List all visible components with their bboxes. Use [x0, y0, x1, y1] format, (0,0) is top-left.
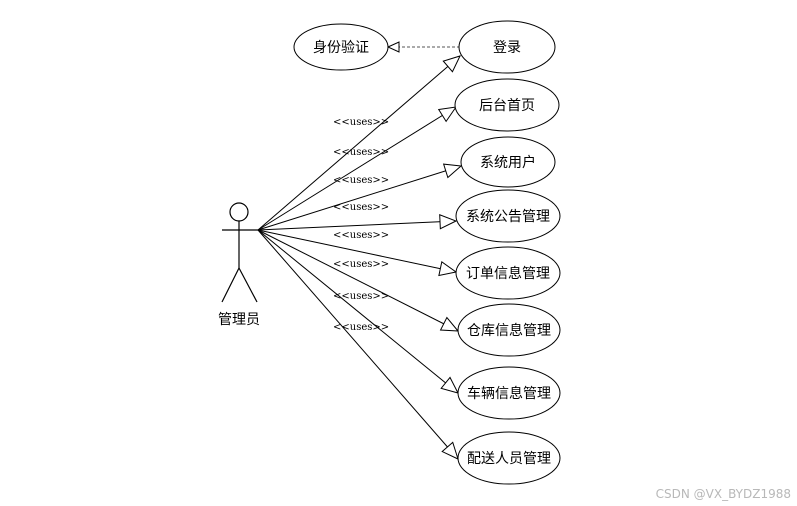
use-case-5: 仓库信息管理: [457, 303, 561, 357]
uses-label-0: <<uses>>: [333, 117, 389, 128]
use-case-1-label: 后台首页: [479, 98, 535, 114]
use-case-6: 车辆信息管理: [457, 366, 561, 420]
association-layer: <<uses>> <<uses>> <<uses>> <<uses>> <<uses>>…: [257, 55, 463, 460]
use-case-4: 订单信息管理: [455, 246, 561, 300]
association-line-6: [257, 229, 459, 394]
include-arrowhead: [386, 41, 400, 53]
include-relationship: [386, 41, 460, 53]
use-case-7: 配送人员管理: [457, 431, 561, 485]
use-case-2-ellipse: [460, 136, 556, 188]
use-case-6-label: 车辆信息管理: [467, 385, 551, 402]
use-case-auth: 身份验证: [293, 23, 389, 71]
use-case-6-ellipse: [457, 366, 561, 420]
use-case-4-ellipse: [455, 246, 561, 300]
association-arrowhead-6: [440, 376, 459, 394]
association-line-2: [257, 165, 462, 231]
association-arrowhead-3: [439, 213, 458, 230]
use-case-auth-ellipse: [293, 23, 389, 71]
use-case-3: 系统公告管理: [455, 189, 561, 243]
association-arrowhead-2: [442, 163, 463, 179]
actor-left-leg: [221, 267, 240, 303]
use-case-3-label: 系统公告管理: [466, 209, 550, 225]
use-case-auth-label: 身份验证: [313, 40, 369, 56]
use-case-2: 系统用户: [460, 136, 556, 188]
association-arrowhead-4: [438, 260, 458, 277]
use-case-3-ellipse: [455, 189, 561, 243]
use-case-7-ellipse: [457, 431, 561, 485]
association-line-0: [257, 55, 461, 231]
use-case-0-label: 登录: [493, 40, 521, 56]
use-case-7-label: 配送人员管理: [467, 451, 551, 467]
association-line-7: [257, 229, 459, 460]
use-case-2-label: 系统用户: [480, 154, 536, 171]
uses-label-7: <<uses>>: [333, 322, 389, 333]
use-case-0: 登录: [458, 20, 556, 74]
use-case-1: 后台首页: [454, 78, 560, 132]
uses-label-4: <<uses>>: [333, 230, 389, 241]
uses-label-5: <<uses>>: [333, 259, 389, 270]
uses-label-6: <<uses>>: [333, 291, 389, 302]
use-case-5-label: 仓库信息管理: [467, 322, 551, 339]
uses-label-1: <<uses>>: [333, 147, 389, 158]
actor-head: [229, 202, 249, 222]
use-case-0-ellipse: [458, 20, 556, 74]
actor-right-leg: [238, 267, 258, 303]
association-arrowhead-7: [441, 441, 459, 460]
uses-label-2: <<uses>>: [333, 175, 389, 186]
association-line-5: [257, 229, 459, 332]
use-case-4-label: 订单信息管理: [466, 265, 550, 282]
association-line-4: [257, 229, 457, 273]
association-line-3: [257, 220, 457, 231]
association-arrowhead-5: [439, 316, 460, 332]
use-case-5-ellipse: [457, 303, 561, 357]
watermark: CSDN @VX_BYDZ1988: [655, 487, 791, 501]
actor-label: 管理员: [218, 312, 260, 328]
association-line-1: [257, 106, 457, 231]
use-case-1-ellipse: [454, 78, 560, 132]
association-arrowhead-1: [437, 106, 458, 123]
uses-label-3: <<uses>>: [333, 202, 389, 213]
actor: 管理员: [218, 202, 260, 328]
association-arrowhead-0: [442, 55, 461, 73]
